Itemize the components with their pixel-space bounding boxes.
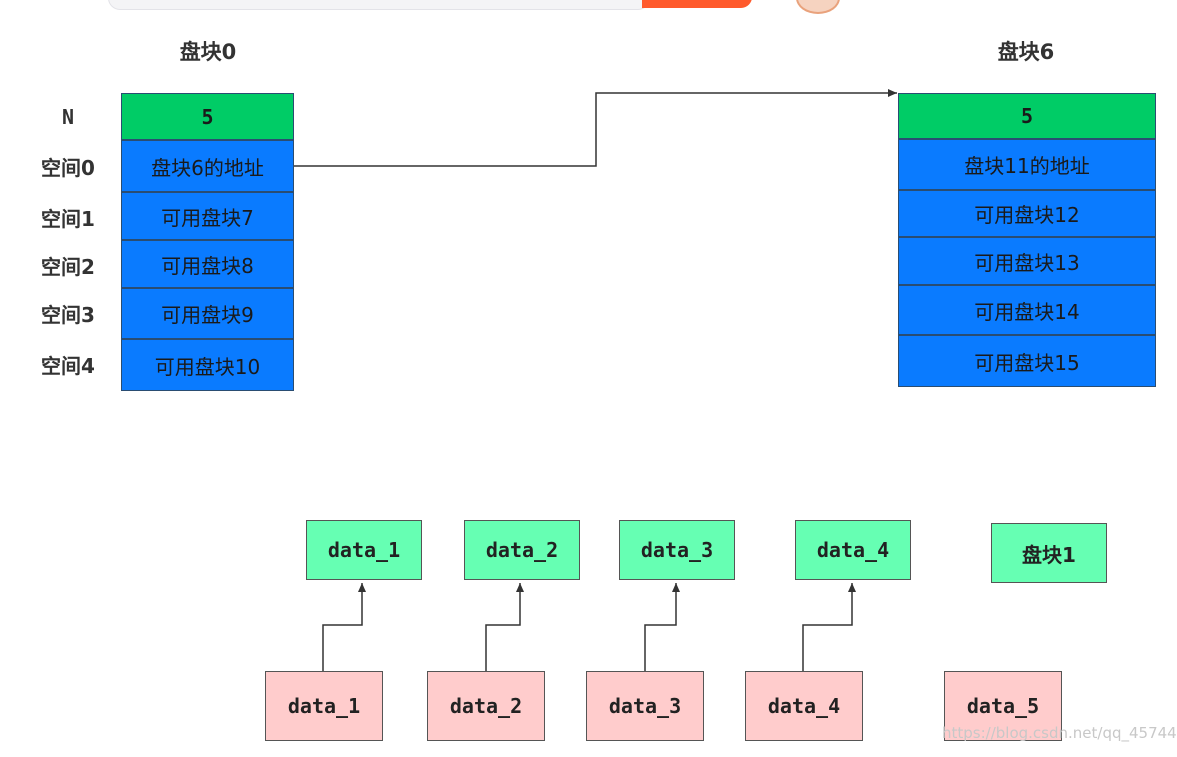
data4-link-arrow xyxy=(802,583,856,671)
block6-cell-space3: 可用盘块14 xyxy=(898,285,1156,335)
block0-cell-space2: 可用盘块8 xyxy=(121,240,294,288)
data1-link-arrow xyxy=(322,583,366,671)
block6-cell-space0: 盘块11的地址 xyxy=(898,139,1156,190)
row-label-space3: 空间3 xyxy=(41,303,95,327)
top-bar xyxy=(0,0,1170,20)
lower-box-data5: data_5 xyxy=(944,671,1062,741)
block0-cell-space3: 可用盘块9 xyxy=(121,288,294,339)
upper-box-block1: 盘块1 xyxy=(991,523,1107,583)
lower-box-data1: data_1 xyxy=(265,671,383,741)
lower-box-data3: data_3 xyxy=(586,671,704,741)
lower-box-data2: data_2 xyxy=(427,671,545,741)
upper-box-data1: data_1 xyxy=(306,520,422,580)
row-label-space1: 空间1 xyxy=(41,207,95,231)
watermark: https://blog.csdn.net/qq_45744 xyxy=(942,724,1177,742)
block6-cell-space2: 可用盘块13 xyxy=(898,237,1156,285)
row-label-space4: 空间4 xyxy=(41,354,95,378)
block0-cell-space0: 盘块6的地址 xyxy=(121,140,294,192)
upper-box-data2: data_2 xyxy=(464,520,580,580)
data3-link-arrow xyxy=(644,583,680,671)
block0-title: 盘块0 xyxy=(179,40,237,64)
lower-box-data4: data_4 xyxy=(745,671,863,741)
block6-cell-space4: 可用盘块15 xyxy=(898,335,1156,387)
block0-count-cell: 5 xyxy=(121,93,294,140)
row-label-space0: 空间0 xyxy=(41,156,95,180)
upper-box-data4: data_4 xyxy=(795,520,911,580)
block6-title: 盘块6 xyxy=(997,40,1055,64)
row-label-space2: 空间2 xyxy=(41,255,95,279)
block0-cell-space4: 可用盘块10 xyxy=(121,339,294,391)
block0-to-block6-arrow xyxy=(294,89,897,167)
data2-link-arrow xyxy=(485,583,524,671)
block0-cell-space1: 可用盘块7 xyxy=(121,192,294,240)
block6-cell-space1: 可用盘块12 xyxy=(898,190,1156,237)
upper-box-data3: data_3 xyxy=(619,520,735,580)
row-label-n: N xyxy=(61,105,75,129)
search-button[interactable] xyxy=(642,0,752,8)
block6-count-cell: 5 xyxy=(898,93,1156,139)
